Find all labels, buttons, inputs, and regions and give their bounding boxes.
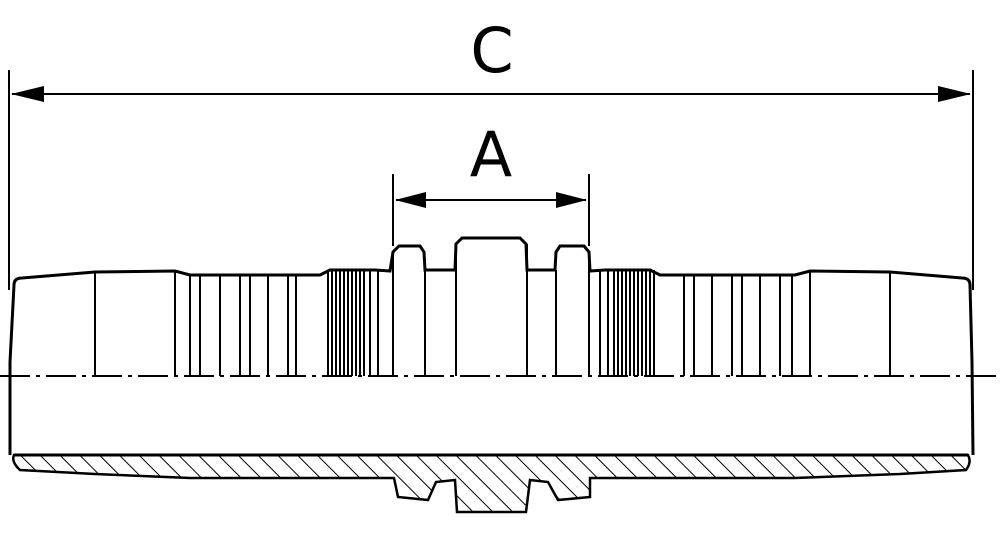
dimension-a: A [392, 118, 590, 246]
arrowhead-c-left [11, 86, 44, 102]
dimension-label-c: C [470, 14, 513, 87]
thread-band-left [327, 270, 365, 376]
profile-lines [94, 244, 891, 376]
arrowhead-a-left [395, 192, 426, 208]
arrowhead-c-right [938, 86, 971, 102]
dimension-label-a: A [470, 118, 512, 191]
fitting-outline [8, 236, 975, 456]
thread-band-right [613, 270, 655, 376]
section-hatch [12, 453, 971, 514]
arrowhead-a-right [556, 192, 587, 208]
dimension-c: C [8, 14, 974, 290]
